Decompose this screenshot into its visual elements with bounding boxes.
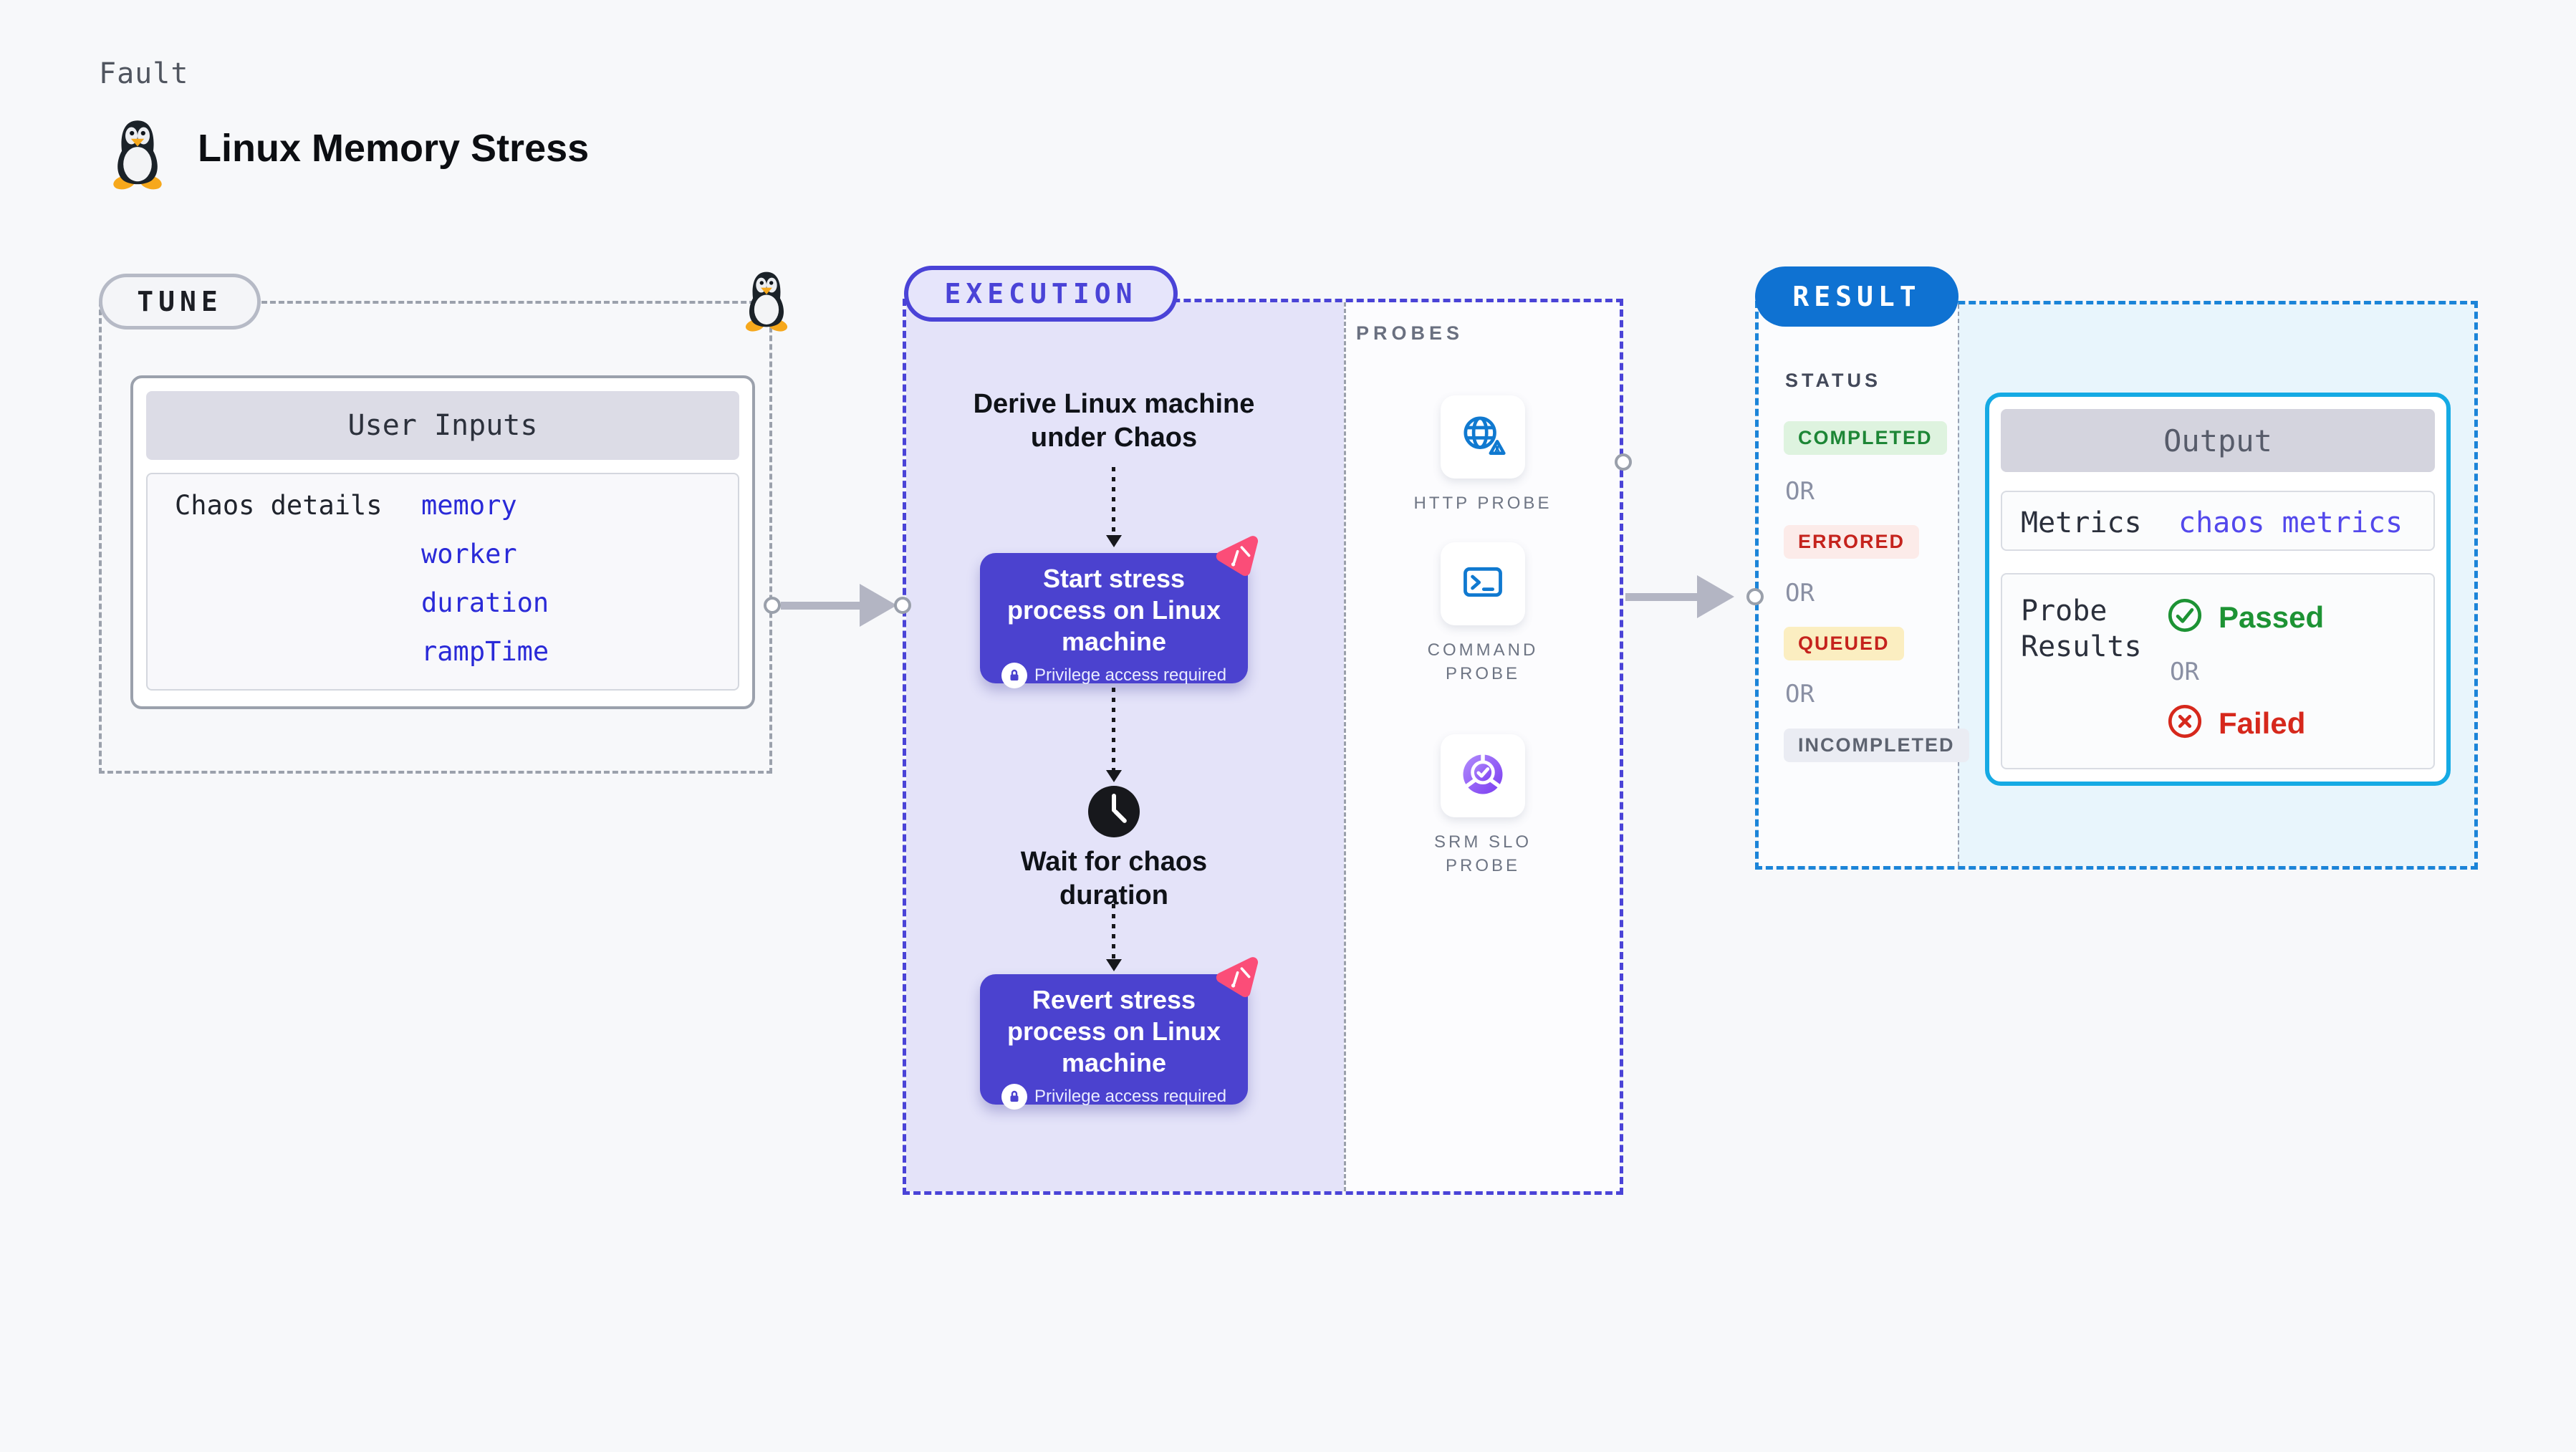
status-heading: STATUS xyxy=(1785,370,1881,391)
or-label: OR xyxy=(2170,658,2199,686)
passed-check-icon xyxy=(2166,596,2204,638)
probe-card-http xyxy=(1441,395,1525,479)
execution-to-result-arrowhead xyxy=(1697,575,1734,618)
privilege-label: Privilege access required xyxy=(1034,665,1227,685)
user-inputs-card: User Inputs Chaos details memory worker … xyxy=(130,375,755,709)
probes-divider xyxy=(1344,302,1346,1191)
input-value-memory: memory xyxy=(421,490,517,521)
status-badge-errored: ERRORED xyxy=(1784,525,1920,559)
terminal-icon xyxy=(1460,559,1506,609)
metrics-value: chaos metrics xyxy=(2178,506,2403,539)
probe-results-label: Probe Results xyxy=(2021,595,2142,663)
probe-card-srm-slo xyxy=(1441,734,1525,817)
status-badge-incompleted: INCOMPLETED xyxy=(1784,729,1969,762)
connector-dot xyxy=(1746,588,1764,605)
tune-to-execution-arrowhead xyxy=(860,584,897,627)
failed-result: Failed xyxy=(2166,702,2305,744)
tune-region xyxy=(99,301,772,774)
failed-x-icon xyxy=(2166,702,2204,744)
flow-arrow-down xyxy=(1112,904,1115,960)
linux-tux-icon xyxy=(739,269,794,336)
privilege-label: Privilege access required xyxy=(1034,1087,1227,1106)
flow-arrow-down xyxy=(1112,467,1115,536)
clock-icon xyxy=(1088,786,1140,837)
result-badge: RESULT xyxy=(1755,266,1959,327)
chaos-logo-badge xyxy=(1211,531,1264,582)
input-value-duration: duration xyxy=(421,587,549,618)
tune-badge: TUNE xyxy=(99,274,261,330)
globe-alert-icon xyxy=(1459,412,1506,463)
slo-donut-icon xyxy=(1459,751,1506,802)
lock-icon xyxy=(1001,1084,1027,1110)
linux-tux-icon xyxy=(105,117,170,194)
output-card: Output Metrics chaos metrics Probe Resul… xyxy=(1985,393,2451,786)
input-value-worker: worker xyxy=(421,539,517,569)
execution-to-result-arrow xyxy=(1625,593,1698,601)
status-divider xyxy=(1958,304,1959,866)
revert-stress-node: Revert stress process on Linux machine P… xyxy=(980,974,1248,1110)
execution-badge: EXECUTION xyxy=(904,266,1178,322)
chaos-logo-badge xyxy=(1211,952,1264,1003)
passed-label: Passed xyxy=(2219,600,2325,634)
chaos-details-label: Chaos details xyxy=(175,490,383,521)
output-header: Output xyxy=(2001,409,2435,472)
derive-step-label: Derive Linux machine under Chaos xyxy=(973,389,1255,453)
status-panel xyxy=(1759,304,1958,866)
metrics-label: Metrics xyxy=(2021,506,2142,539)
lock-icon xyxy=(1001,663,1027,688)
tune-to-execution-arrow xyxy=(781,602,861,610)
fault-type-label: Fault xyxy=(99,57,189,90)
or-label: OR xyxy=(1785,477,1815,506)
wait-step-label: Wait for chaos duration xyxy=(1020,847,1208,910)
or-label: OR xyxy=(1785,680,1815,708)
probe-card-command xyxy=(1441,542,1525,625)
start-stress-node: Start stress process on Linux machine Pr… xyxy=(980,553,1248,688)
probe-label-http: HTTP PROBE xyxy=(1413,494,1552,513)
start-stress-label: Start stress process on Linux machine xyxy=(1006,564,1221,656)
metrics-row: Metrics chaos metrics xyxy=(2001,491,2435,551)
connector-dot xyxy=(1615,453,1632,471)
passed-result: Passed xyxy=(2166,596,2324,638)
revert-stress-label: Revert stress process on Linux machine xyxy=(1006,985,1221,1077)
connector-dot xyxy=(764,597,781,614)
or-label: OR xyxy=(1785,579,1815,607)
user-inputs-header: User Inputs xyxy=(146,391,739,460)
flow-arrow-down xyxy=(1112,688,1115,771)
connector-dot xyxy=(894,597,911,614)
status-badge-queued: QUEUED xyxy=(1784,627,1904,660)
status-badge-completed: COMPLETED xyxy=(1784,421,1947,455)
probes-section-label: PROBES xyxy=(1356,322,1464,344)
failed-label: Failed xyxy=(2219,706,2306,740)
page-title: Linux Memory Stress xyxy=(198,127,590,170)
user-inputs-body: Chaos details memory worker duration ram… xyxy=(146,473,739,691)
input-value-ramptime: rampTime xyxy=(421,636,549,667)
probe-results-row: Probe Results Passed OR xyxy=(2001,573,2435,769)
